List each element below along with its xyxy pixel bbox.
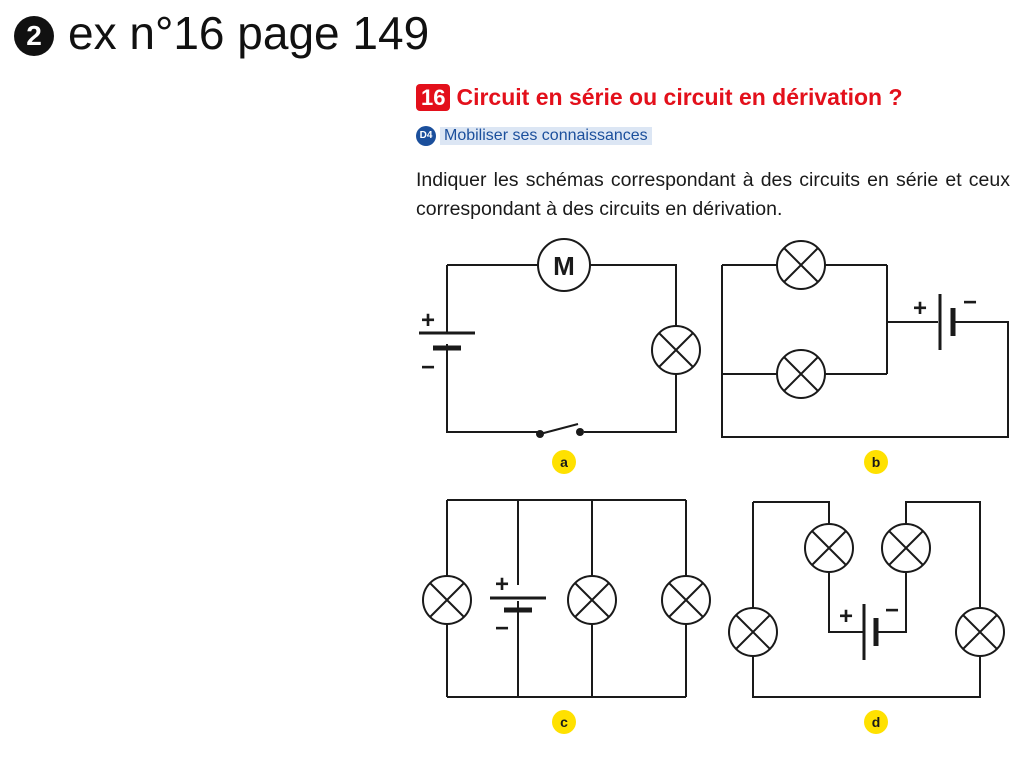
circuit-c: + − c <box>422 499 711 734</box>
open-switch-icon <box>536 423 584 438</box>
battery-minus-label: − <box>421 354 435 381</box>
circuit-label-d: d <box>864 710 888 734</box>
battery-icon: + − <box>490 571 546 642</box>
circuit-label-a: a <box>552 450 576 474</box>
lamp-icon <box>804 523 854 573</box>
exercise-title: Circuit en série ou circuit en dérivatio… <box>456 84 903 110</box>
circuit-a: M + − a <box>419 238 701 474</box>
battery-plus-label: + <box>913 295 927 322</box>
lamp-icon <box>567 575 617 625</box>
circuit-label-b-text: b <box>872 454 881 470</box>
circuit-d: + − d <box>728 501 1005 734</box>
lamp-icon <box>776 240 826 290</box>
motor-icon: M <box>537 238 591 292</box>
circuit-label-c: c <box>552 710 576 734</box>
circuit-b: + − b <box>721 240 1009 474</box>
motor-symbol: M <box>553 251 575 281</box>
skill-code-badge: D4 <box>416 126 436 146</box>
slide-title: 2 ex n°16 page 149 <box>14 6 429 60</box>
lamp-icon <box>661 575 711 625</box>
lamp-icon <box>776 349 826 399</box>
battery-icon: + − <box>419 307 475 381</box>
battery-icon: + − <box>913 289 977 350</box>
lamp-icon <box>651 325 701 375</box>
battery-minus-label: − <box>963 289 977 316</box>
circuit-label-a-text: a <box>560 454 568 470</box>
battery-plus-label: + <box>495 571 509 598</box>
slide-title-text: ex n°16 page 149 <box>68 7 430 59</box>
battery-minus-label: − <box>495 615 509 642</box>
lamp-icon <box>881 523 931 573</box>
circuit-label-b: b <box>864 450 888 474</box>
battery-plus-label: + <box>421 307 435 334</box>
bullet-number-icon: 2 <box>14 16 54 56</box>
lamp-icon <box>955 607 1005 657</box>
exercise-number-badge: 16 <box>416 84 451 111</box>
battery-plus-label: + <box>839 603 853 630</box>
skill-label: Mobiliser ses connaissances <box>440 127 652 145</box>
lamp-icon <box>728 607 778 657</box>
battery-icon: + − <box>839 597 899 660</box>
lamp-icon <box>422 575 472 625</box>
exercise-instruction: Indiquer les schémas correspondant à des… <box>416 169 1010 220</box>
battery-minus-label: − <box>885 597 899 624</box>
circuit-label-c-text: c <box>560 714 568 730</box>
circuit-label-d-text: d <box>872 714 881 730</box>
